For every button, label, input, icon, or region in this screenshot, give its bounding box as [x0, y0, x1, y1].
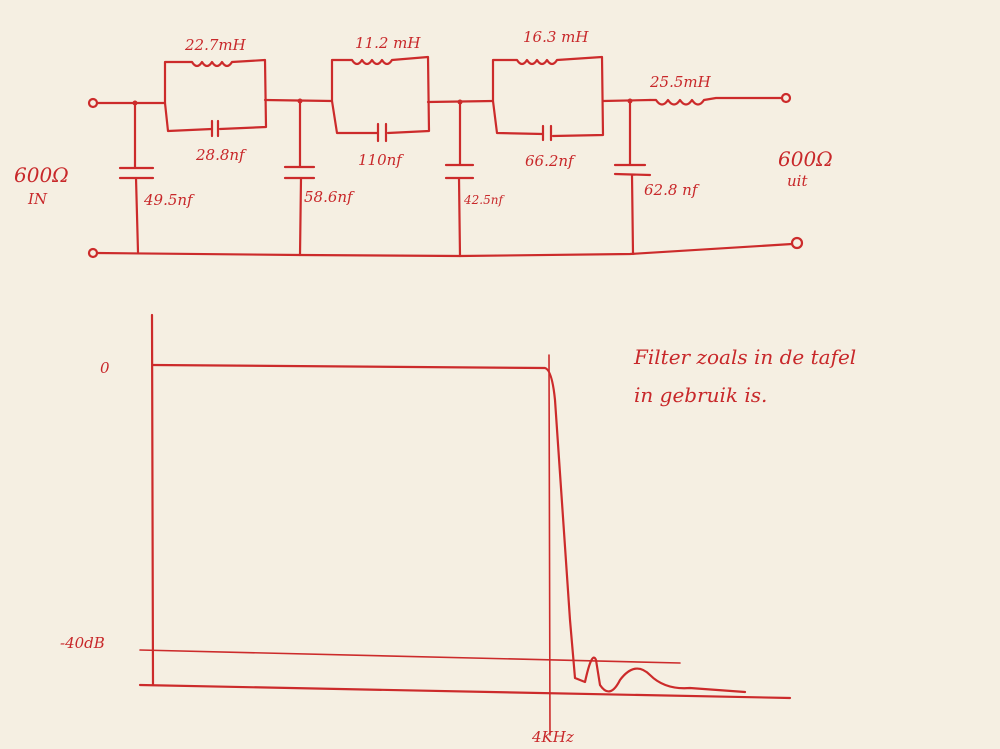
shunt-capacitor-2-icon: [283, 99, 316, 257]
handwritten-note: Filter zoals in de tafel in gebruik is.: [633, 345, 856, 407]
tank1-capacitor-icon: [210, 119, 220, 138]
tank3-circuit: [491, 55, 605, 138]
input-impedance-label: 600Ω: [14, 163, 69, 187]
zero-db-label: 0: [100, 359, 110, 377]
top-wire: [95, 98, 652, 105]
series-inductor-label: 25.5mH: [649, 73, 712, 91]
frequency-response-graph: 0 -40dB 4KHz: [60, 313, 792, 746]
shunt-capacitor-2-label: 58.6nf: [304, 188, 355, 206]
y-axis: [150, 313, 155, 687]
shunt-capacitor-1-label: 49.5nf: [143, 191, 195, 209]
output-impedance-label: 600Ω: [778, 147, 833, 171]
output-label: uit: [787, 172, 808, 190]
tank2-capacitor-label: 110nf: [358, 151, 404, 169]
tank1-capacitor-label: 28.8nf: [195, 146, 247, 164]
input-label: IN: [27, 190, 48, 208]
circuit-schematic: 22.7mH 28.8nf 11.2 mH 110nf 16.3 mH 66.2…: [14, 28, 833, 259]
output-terminal-bottom: [790, 236, 804, 250]
minus-40db-label: -40dB: [60, 634, 105, 652]
tank1-circuit: [163, 58, 268, 133]
shunt-capacitor-4-icon: [613, 99, 652, 256]
shunt-capacitor-1-icon: [118, 101, 155, 254]
output-terminal-top: [780, 92, 792, 104]
input-terminal-top: [87, 97, 99, 109]
note-line-2: in gebruik is.: [634, 383, 767, 407]
ground-wire: [95, 242, 794, 258]
shunt-capacitor-3-label: 42.5nf: [463, 193, 505, 207]
tank2-capacitor-icon: [376, 122, 388, 143]
series-inductor-icon: [648, 96, 784, 106]
minus-40db-line: [139, 649, 681, 664]
shunt-capacitor-4-label: 62.8 nf: [644, 181, 700, 199]
cutoff-frequency-label: 4KHz: [531, 728, 574, 746]
input-terminal-bottom: [87, 247, 99, 259]
tank2-inductor-label: 11.2 mH: [355, 34, 421, 52]
tank1-inductor-label: 22.7mH: [184, 36, 247, 54]
tank2-circuit: [330, 55, 431, 135]
response-curve: [151, 363, 747, 694]
tank3-inductor-label: 16.3 mH: [523, 28, 589, 46]
shunt-capacitor-3-icon: [444, 100, 475, 258]
cutoff-marker-line: [548, 354, 551, 736]
tank3-capacitor-icon: [541, 124, 553, 142]
x-axis: [138, 683, 792, 700]
note-line-1: Filter zoals in de tafel: [633, 345, 856, 369]
tank3-capacitor-label: 66.2nf: [525, 152, 576, 170]
